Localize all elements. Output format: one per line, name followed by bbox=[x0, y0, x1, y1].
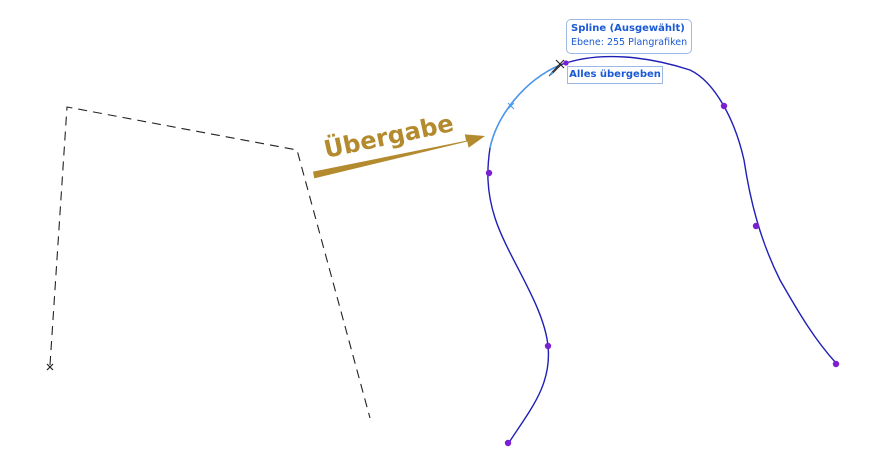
transfer-all-button[interactable]: Alles übergeben bbox=[567, 66, 663, 84]
tooltip-title: Spline (Ausgewählt) bbox=[571, 23, 685, 34]
spline-highlight bbox=[489, 64, 561, 149]
pick-cursor-icon bbox=[548, 59, 565, 77]
polyline-start-cross bbox=[46, 363, 54, 371]
transfer-arrow: Übergabe bbox=[313, 107, 485, 179]
control-point[interactable] bbox=[504, 439, 512, 447]
control-point[interactable] bbox=[563, 60, 569, 66]
dashed-polyline-group bbox=[46, 106, 371, 419]
dashed-polyline[interactable] bbox=[49, 106, 371, 419]
transfer-label: Übergabe bbox=[321, 107, 456, 164]
control-point[interactable] bbox=[720, 102, 728, 110]
selection-tooltip: Spline (Ausgewählt) Ebene: 255 Plangrafi… bbox=[566, 19, 692, 54]
control-point[interactable] bbox=[485, 169, 493, 177]
control-point[interactable] bbox=[832, 360, 840, 368]
tooltip-layer: Ebene: 255 Plangrafiken bbox=[571, 37, 688, 48]
control-point[interactable] bbox=[752, 222, 760, 230]
spline-curve[interactable] bbox=[487, 55, 837, 445]
arrow-shape bbox=[313, 134, 485, 179]
spline-tick bbox=[507, 102, 515, 110]
control-point[interactable] bbox=[544, 342, 552, 350]
spline-group bbox=[485, 55, 840, 447]
control-points bbox=[485, 60, 840, 447]
